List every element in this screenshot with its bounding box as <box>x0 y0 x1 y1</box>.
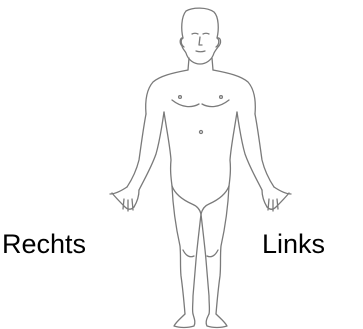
right-side-label: Rechts <box>2 228 86 260</box>
left-side-label: Links <box>262 228 325 260</box>
